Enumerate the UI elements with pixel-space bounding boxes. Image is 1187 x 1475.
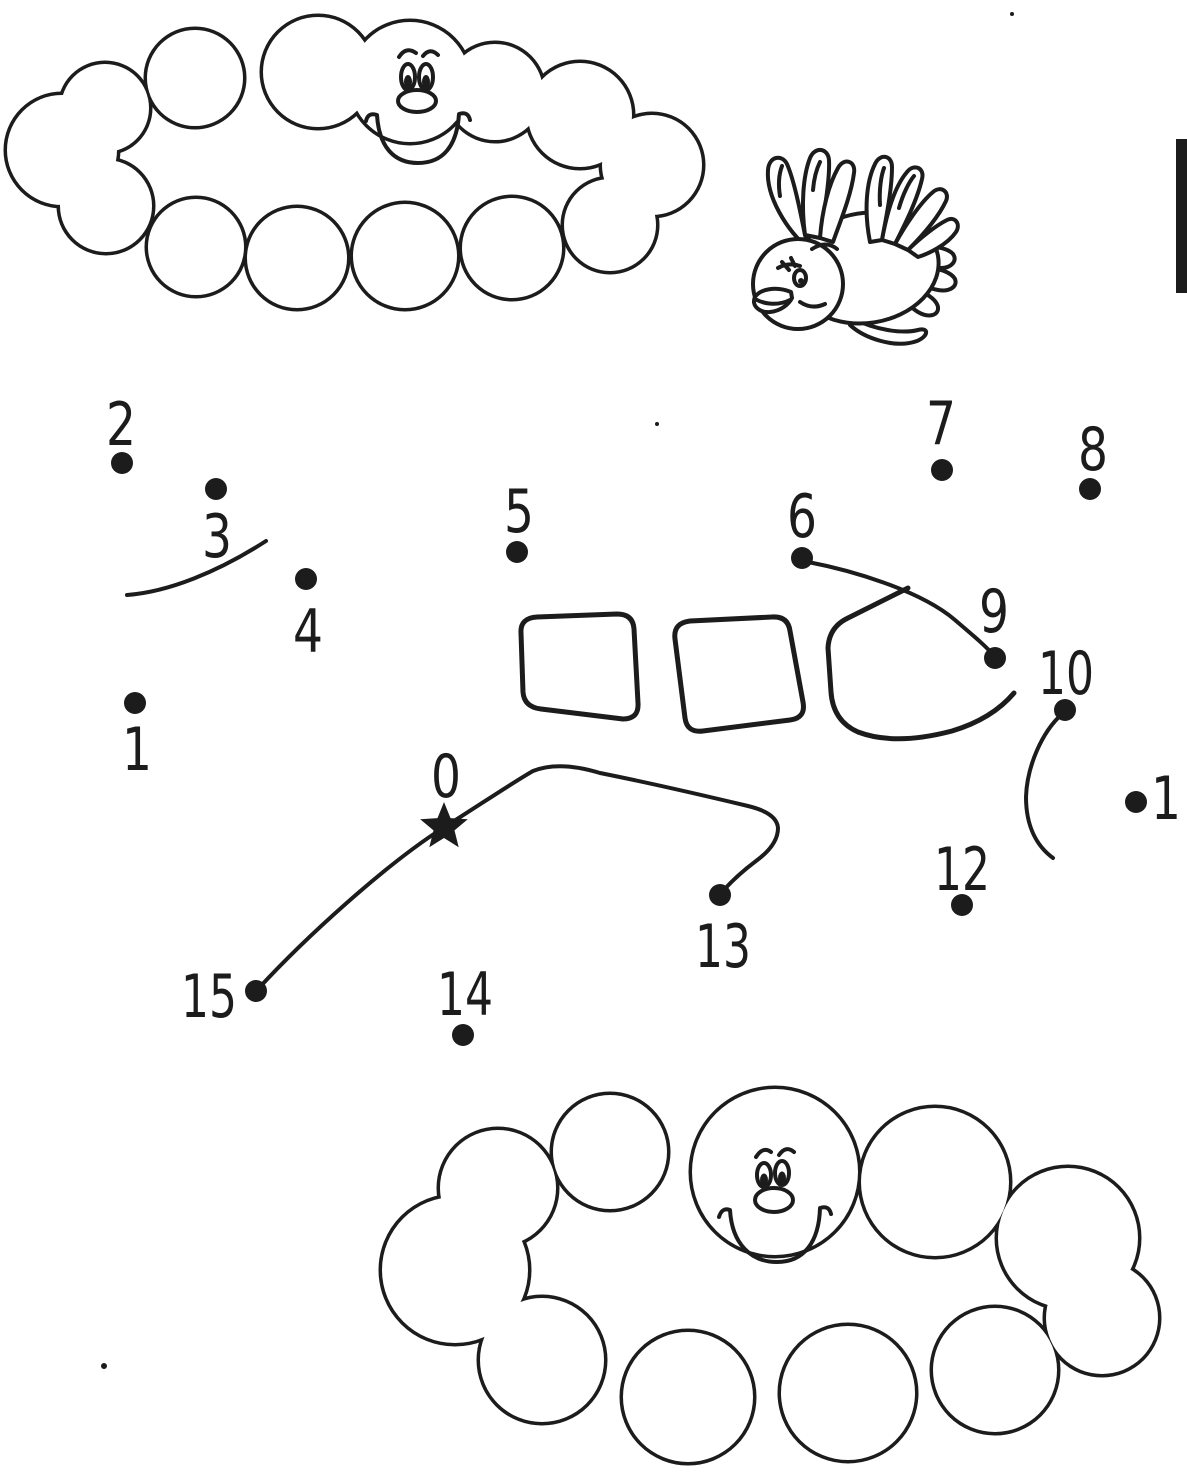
dot-15 (245, 980, 267, 1002)
dot-label-3: 3 (202, 502, 232, 572)
dot-9 (984, 647, 1006, 669)
bird-head-tuft (810, 242, 839, 251)
bottom-cloud-left-pupil (760, 1173, 768, 1187)
speck (655, 422, 659, 426)
bird-feather-line (877, 166, 886, 207)
bottom-cloud-left-eyebrow (754, 1147, 773, 1159)
dot-label-11: 1 (1151, 764, 1181, 834)
speck (101, 1363, 107, 1369)
dot-5 (506, 541, 528, 563)
dot-label-8: 8 (1078, 415, 1108, 485)
specks (101, 12, 1014, 1369)
dot-6 (791, 547, 813, 569)
bird-beak (752, 286, 794, 315)
bird-feather-line (811, 160, 822, 192)
dot-label-5: 5 (504, 477, 534, 547)
dot-3 (205, 478, 227, 500)
tail-outline (825, 585, 1017, 742)
dot-8 (1079, 478, 1101, 500)
top-cloud-right-pupil (422, 75, 430, 89)
speck (1010, 12, 1014, 16)
bird-eyelash (789, 256, 797, 268)
top-cloud-nose (396, 88, 438, 114)
curve-6-to-9 (806, 560, 996, 658)
dot-label-0: 0 (431, 742, 461, 812)
bird-cheek (798, 300, 827, 309)
bird-left-wing (765, 148, 857, 252)
dot-label-10: 10 (1038, 639, 1094, 709)
top-cloud (7, 17, 702, 308)
scan-artifact-bar (1176, 139, 1187, 293)
dot-10 (1054, 699, 1076, 721)
bottom-cloud-right-eyebrow (777, 1147, 796, 1157)
dots-layer (111, 452, 1147, 1046)
dot-label-13: 13 (695, 912, 751, 982)
top-cloud-left-eyebrow (397, 48, 418, 59)
top-cloud-left-pupil (404, 75, 412, 89)
dot-label-6: 6 (787, 482, 817, 552)
dot-7 (931, 459, 953, 481)
top-cloud-body (7, 17, 702, 308)
window-1 (518, 611, 641, 722)
dot-label-1: 1 (122, 715, 152, 785)
bird (751, 148, 960, 346)
dot-12 (951, 894, 973, 916)
dot-1 (124, 692, 146, 714)
bird-right-wing (864, 154, 960, 259)
bird-feather-line (776, 164, 784, 198)
dot-label-12: 12 (934, 835, 990, 905)
curve-near-3 (125, 539, 268, 597)
dot-label-14: 14 (437, 960, 493, 1030)
dot-14 (452, 1024, 474, 1046)
bottom-cloud-smile (717, 1205, 833, 1264)
bird-beak-line (755, 298, 792, 306)
window-2 (672, 614, 806, 734)
start-star (420, 802, 468, 848)
dot-label-7: 7 (926, 389, 956, 459)
dot-label-9: 9 (979, 577, 1009, 647)
aircraft-fragments (125, 539, 1064, 991)
top-cloud-face (364, 48, 472, 165)
dot-4 (295, 568, 317, 590)
bottom-cloud-nose (753, 1186, 795, 1214)
bottom-cloud-right-pupil (778, 1171, 786, 1185)
top-cloud-smile (364, 111, 472, 165)
bottom-cloud-face (717, 1147, 833, 1264)
bottom-cloud (382, 1089, 1158, 1462)
dot-2 (111, 452, 133, 474)
bird-feather-line (897, 174, 916, 210)
bird-pupil (798, 278, 804, 284)
dot-11 (1125, 791, 1147, 813)
bird-brow (776, 262, 802, 270)
dot-label-15: 15 (181, 962, 237, 1032)
curve-below-10 (1024, 712, 1064, 860)
bird-face (752, 242, 839, 315)
curve-15-0-13 (256, 764, 780, 991)
dot-13 (709, 884, 731, 906)
bird-eyelash (780, 260, 791, 272)
dot-label-4: 4 (293, 597, 323, 667)
dot-label-2: 2 (106, 390, 136, 460)
top-cloud-right-eyebrow (421, 49, 440, 58)
